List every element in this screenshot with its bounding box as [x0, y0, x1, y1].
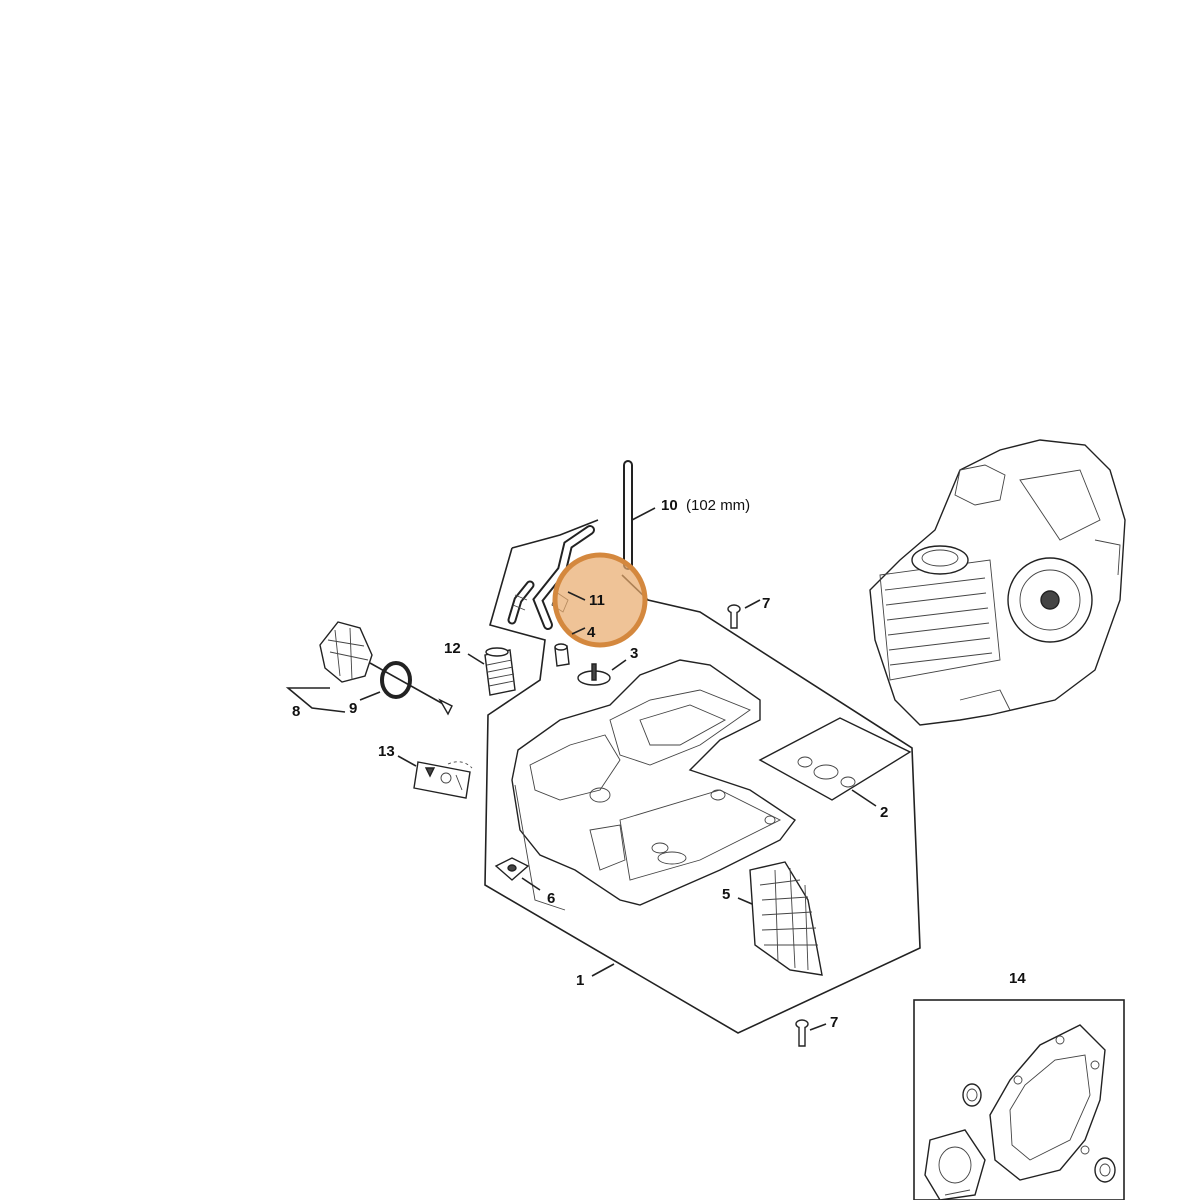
callout-10-length: (102 mm)	[686, 497, 750, 514]
callout-3: 3	[630, 645, 638, 662]
screw-part-7-top	[727, 604, 741, 629]
plug-part-4	[554, 643, 570, 667]
highlight-ring	[552, 552, 648, 648]
assembly-bracket-1	[484, 519, 921, 1034]
callout-9: 9	[349, 700, 357, 717]
callout-14: 14	[1009, 970, 1026, 987]
callout-12: 12	[444, 640, 461, 657]
nut-part-6	[494, 857, 530, 881]
callout-8: 8	[292, 703, 300, 720]
callout-7-top: 7	[762, 595, 770, 612]
screw-part-7-bottom	[795, 1019, 809, 1047]
callout-13: 13	[378, 743, 395, 760]
callout-6: 6	[547, 890, 555, 907]
callout-2: 2	[880, 804, 888, 821]
callout-4: 4	[587, 624, 596, 641]
valve-part-3	[577, 663, 611, 686]
leader-lines	[359, 507, 877, 1031]
screen-part-5	[749, 861, 823, 976]
gasket-set-part-14	[913, 999, 1125, 1200]
bracket-8-9	[285, 687, 346, 713]
callout-10: 10	[661, 497, 678, 514]
callout-7-bottom: 7	[830, 1014, 838, 1031]
engine-illustration	[869, 439, 1126, 726]
label-part-13	[413, 761, 473, 799]
callout-5: 5	[722, 886, 730, 903]
o-ring-part-9	[380, 661, 412, 699]
callout-11: 11	[589, 592, 605, 609]
gasket-part-2	[758, 717, 912, 801]
oil-tank-housing	[511, 659, 797, 911]
filter-part-12	[484, 647, 516, 696]
callout-1: 1	[576, 972, 584, 989]
